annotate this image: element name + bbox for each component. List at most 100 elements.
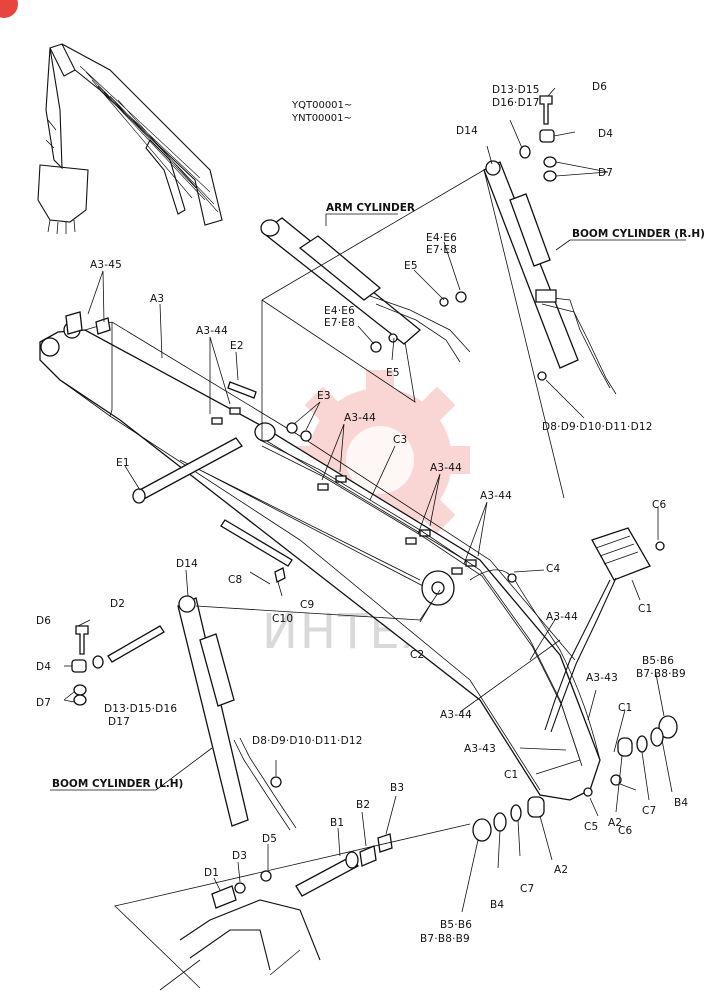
valve-c1 bbox=[544, 527, 665, 733]
pin-e1 bbox=[132, 437, 243, 504]
label-e4-e6-mid: E4·E6 bbox=[324, 305, 355, 317]
serial-number-yqt: YQT00001~ bbox=[291, 100, 352, 111]
label-e3: E3 bbox=[317, 390, 331, 402]
label-b5-b6-right: B5·B6 bbox=[642, 655, 674, 667]
label-d14-top: D14 bbox=[456, 125, 478, 137]
label-b2: B2 bbox=[356, 799, 370, 811]
washer-b4-right bbox=[650, 727, 664, 747]
leader-lines bbox=[50, 87, 686, 989]
nut-d7-top-b bbox=[543, 170, 557, 182]
nut-d7-left-a bbox=[73, 684, 87, 696]
label-a3-45: A3-45 bbox=[90, 259, 122, 271]
label-b4-right: B4 bbox=[674, 797, 688, 809]
label-c3: C3 bbox=[393, 434, 407, 446]
label-d7-left: D7 bbox=[36, 697, 51, 709]
label-a3: A3 bbox=[150, 293, 164, 305]
label-c1-low: C1 bbox=[504, 769, 518, 781]
bushing-a2-right bbox=[617, 737, 633, 757]
label-b5-b6-low: B5·B6 bbox=[440, 919, 472, 931]
label-d1: D1 bbox=[204, 867, 219, 879]
label-b7-b9-low: B7·B8·B9 bbox=[420, 933, 470, 945]
washer-d13-left bbox=[92, 655, 104, 669]
label-c2: C2 bbox=[410, 649, 424, 661]
fitting-c5 bbox=[583, 787, 593, 797]
label-e7-e8-top: E7·E8 bbox=[426, 244, 457, 256]
arm-cylinder bbox=[260, 217, 471, 363]
label-e7-e8-mid: E7·E8 bbox=[324, 317, 355, 329]
label-c8: C8 bbox=[228, 574, 242, 586]
label-c5: C5 bbox=[584, 821, 598, 833]
label-c4: C4 bbox=[546, 563, 561, 575]
label-d13-d16-left: D13·D15·D16 bbox=[104, 703, 177, 715]
label-d14-left: D14 bbox=[176, 558, 198, 570]
washer-d13-top bbox=[519, 145, 531, 159]
label-a3-44-e: A3-44 bbox=[546, 611, 578, 623]
label-a2-right: A2 bbox=[608, 817, 622, 829]
washer-c7-right bbox=[636, 735, 648, 753]
bolt-d6-top bbox=[539, 95, 553, 125]
washer-b5-low bbox=[472, 818, 492, 842]
pin-d2 bbox=[107, 625, 165, 663]
boom-cylinder-rh bbox=[483, 160, 617, 395]
label-a3-44-a: A3-44 bbox=[196, 325, 228, 337]
boom-cylinder-lh bbox=[177, 595, 297, 831]
washer-c7-low bbox=[510, 804, 522, 822]
label-c7-low: C7 bbox=[520, 883, 534, 895]
bolt-d6-left bbox=[75, 625, 89, 655]
label-a3-44-d: A3-44 bbox=[480, 490, 512, 502]
nut-d7-top-a bbox=[543, 156, 557, 168]
nut-e3-a bbox=[286, 422, 298, 434]
label-a3-44-c: A3-44 bbox=[430, 462, 462, 474]
label-d6-top: D6 bbox=[592, 81, 607, 93]
label-c10: C10 bbox=[272, 613, 293, 625]
bushing-d4-top bbox=[539, 129, 555, 143]
label-e2: E2 bbox=[230, 340, 244, 352]
label-d8-d12-right: D8·D9·D10·D11·D12 bbox=[542, 421, 653, 433]
label-b4-low: B4 bbox=[490, 899, 504, 911]
label-e1: E1 bbox=[116, 457, 130, 469]
label-c6-low: C6 bbox=[618, 825, 633, 837]
label-d7-top: D7 bbox=[598, 167, 613, 179]
label-a3-43-b: A3-43 bbox=[464, 743, 496, 755]
pipe-c8 bbox=[220, 519, 293, 567]
serial-number-ynt: YNT00001~ bbox=[291, 113, 352, 124]
corner-badge bbox=[0, 0, 18, 18]
label-b3: B3 bbox=[390, 782, 404, 794]
label-c1-mid: C1 bbox=[618, 702, 632, 714]
label-a3-44-b: A3-44 bbox=[344, 412, 376, 424]
bushing-a2-low bbox=[527, 796, 545, 818]
bolt-e2 bbox=[227, 381, 257, 399]
nut-d7-left-b bbox=[73, 694, 87, 706]
clip-c9 bbox=[274, 567, 286, 583]
label-c1-top: C1 bbox=[638, 603, 652, 615]
label-a3-43-a: A3-43 bbox=[586, 672, 618, 684]
label-a2-low: A2 bbox=[554, 864, 568, 876]
hose-c4 bbox=[469, 569, 601, 761]
bushing-d4-left bbox=[71, 659, 87, 673]
label-d2: D2 bbox=[110, 598, 125, 610]
label-d4-left: D4 bbox=[36, 661, 51, 673]
washer-b4-low bbox=[493, 812, 507, 832]
fitting-c6-low bbox=[610, 774, 622, 786]
excavator-inset bbox=[37, 43, 223, 235]
label-d3: D3 bbox=[232, 850, 247, 862]
label-d17-left: D17 bbox=[108, 716, 130, 728]
label-c6-top: C6 bbox=[652, 499, 667, 511]
label-d6-left: D6 bbox=[36, 615, 51, 627]
label-d8-d12-left: D8·D9·D10·D11·D12 bbox=[252, 735, 363, 747]
label-d13-d15-top: D13·D15 bbox=[492, 84, 540, 96]
pipe-c3 bbox=[259, 439, 581, 761]
title-boom-cylinder-lh: BOOM CYLINDER (L.H) bbox=[52, 778, 183, 790]
label-b7-b9-right: B7·B8·B9 bbox=[636, 668, 686, 680]
boom-foot-pins bbox=[159, 833, 393, 991]
label-e4-e6-top: E4·E6 bbox=[426, 232, 457, 244]
title-boom-cylinder-rh: BOOM CYLINDER (R.H) bbox=[572, 228, 705, 240]
clip-c10 bbox=[277, 581, 283, 597]
nut-e3-b bbox=[300, 430, 312, 442]
label-d4-top: D4 bbox=[598, 128, 613, 140]
label-b1: B1 bbox=[330, 817, 344, 829]
boom-body bbox=[39, 311, 601, 801]
title-arm-cylinder: ARM CYLINDER bbox=[326, 202, 415, 214]
label-e5-mid: E5 bbox=[386, 367, 400, 379]
